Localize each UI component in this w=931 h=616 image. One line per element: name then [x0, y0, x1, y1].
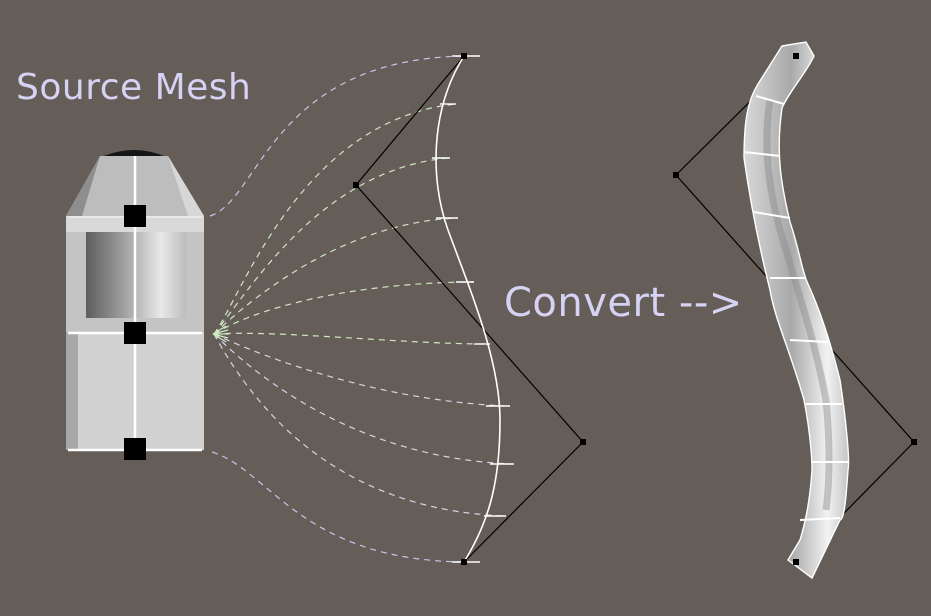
bent-mesh — [673, 41, 917, 580]
source-mesh-cap — [104, 150, 164, 156]
source-mesh-label: Source Mesh — [16, 67, 252, 108]
result-handle-right[interactable] — [911, 439, 917, 445]
source-mesh — [66, 150, 204, 460]
spline-handle-left[interactable] — [353, 182, 359, 188]
source-handle-middle[interactable] — [124, 322, 146, 344]
control-polyline — [355, 55, 584, 563]
result-handle-bottom[interactable] — [793, 559, 799, 565]
dashed-connectors — [209, 55, 513, 563]
source-handle-top[interactable] — [124, 205, 146, 227]
spline-ribs — [432, 55, 514, 563]
result-handle-left[interactable] — [673, 172, 679, 178]
white-spline — [435, 55, 501, 563]
spline-handle-bottom[interactable] — [461, 559, 467, 565]
convert-label: Convert --> — [504, 280, 743, 326]
spline-deformer — [353, 53, 586, 565]
spline-handle-right[interactable] — [580, 439, 586, 445]
bent-tube — [743, 41, 850, 580]
source-handle-bottom[interactable] — [124, 438, 146, 460]
result-handle-top[interactable] — [793, 53, 799, 59]
bent-tube-rings — [743, 95, 848, 521]
connector-burst — [212, 325, 229, 343]
spline-handle-top[interactable] — [461, 53, 467, 59]
